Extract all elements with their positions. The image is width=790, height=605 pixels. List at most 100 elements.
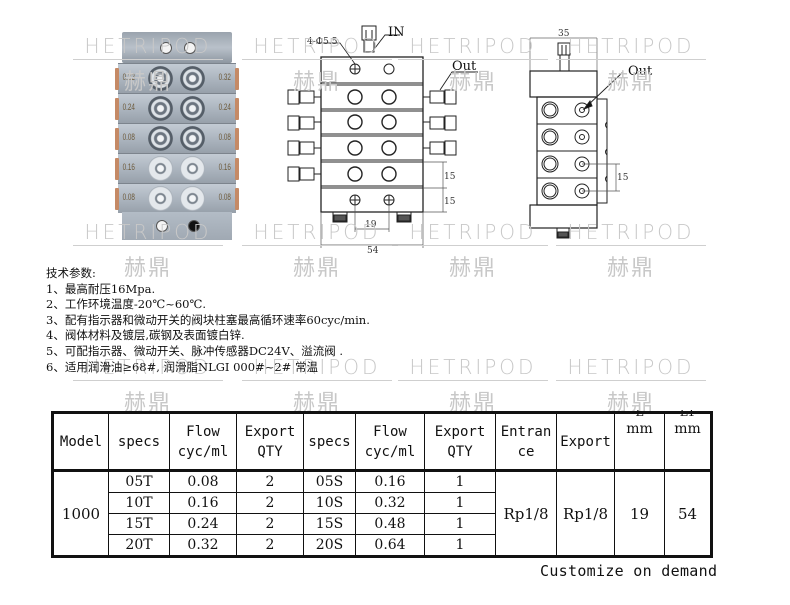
customize-note: Customize on demand — [540, 562, 718, 580]
cell-spec-s: 20S — [303, 534, 356, 557]
cell-l: 19 — [614, 470, 665, 557]
mount-hole — [156, 220, 168, 232]
dim-section-height: 15 — [444, 172, 456, 182]
flow-label: 0.16 — [122, 162, 135, 172]
port-icon — [180, 156, 205, 181]
port-icon — [148, 156, 173, 181]
cell-l1: 54 — [664, 470, 712, 557]
flow-label: 0.24 — [122, 102, 135, 112]
inlet-label: IN — [388, 25, 405, 40]
dim-width: 54 — [367, 246, 379, 256]
outlet-label: Out — [628, 64, 653, 79]
flow-label: 0.16 — [219, 162, 232, 172]
flow-label: 0.08 — [122, 192, 135, 202]
cell-qty-t: 2 — [236, 513, 304, 535]
table-row: 1000 05T 0.08 2 05S 0.16 1 Rp1/8 Rp1/8 1… — [52, 470, 712, 557]
port-icon — [180, 66, 205, 91]
cell-flow-t: 0.08 — [169, 470, 237, 493]
spec-item: 1、最高耐压16Mpa. — [46, 281, 156, 296]
port-icon — [148, 126, 173, 151]
flow-label: 0.32 — [122, 72, 135, 82]
cell-qty-t: 2 — [236, 492, 304, 514]
cell-entrance: Rp1/8 — [495, 470, 557, 557]
table-row: 15T 0.24 2 15S 0.48 1 — [53, 513, 712, 535]
photo-section-row: 0.08 0.08 — [115, 123, 239, 153]
cell-spec-t: 10T — [108, 492, 170, 514]
cell-spec-t: 15T — [108, 513, 170, 535]
dim-pitch: 15 — [617, 173, 629, 183]
cell-flow-s: 0.16 — [355, 470, 425, 493]
specs-title: 技术参数: — [46, 266, 96, 280]
side-view-drawing: 35 Out 15 — [529, 29, 653, 239]
mount-hole — [160, 42, 172, 54]
cell-spec-t: 20T — [108, 534, 170, 557]
cell-flow-t: 0.24 — [169, 513, 237, 535]
spec-item: 4、阀体材料及镀层,碳钢及表面镀白锌. — [46, 328, 245, 343]
cell-qty-s: 1 — [424, 534, 496, 557]
port-icon — [148, 66, 173, 91]
flow-label: 0.08 — [122, 132, 135, 142]
cell-flow-s: 0.64 — [355, 534, 425, 557]
product-photo: 0.32 0.32 0.24 0.24 0.08 0.08 0.16 0.16 … — [115, 32, 239, 240]
cell-model: 1000 — [52, 470, 109, 557]
port-icon — [148, 186, 173, 211]
spec-item: 2、工作环境温度-20℃~60℃. — [46, 297, 206, 312]
port-icon — [180, 186, 205, 211]
photo-section-row: 0.24 0.24 — [115, 93, 239, 123]
col-specs-s: specs — [303, 412, 356, 471]
port-icon — [180, 126, 205, 151]
cell-spec-s: 15S — [303, 513, 356, 535]
cell-export: Rp1/8 — [556, 470, 615, 557]
technical-parameters: 技术参数: 1、最高耐压16Mpa. 2、工作环境温度-20℃~60℃. 3、配… — [46, 266, 370, 375]
photo-top-block — [122, 32, 232, 63]
photo-section-row: 0.16 0.16 — [115, 153, 239, 183]
port-icon — [148, 96, 173, 121]
cell-spec-s: 10S — [303, 492, 356, 514]
dim-section-height: 15 — [444, 197, 456, 207]
flow-label: 0.32 — [219, 72, 232, 82]
spec-item: 6、适用润滑油≥68#, 润滑脂NLGI 000#~2# 常温 — [46, 359, 318, 374]
photo-section-row: 0.32 0.32 — [115, 63, 239, 93]
cell-spec-s: 05S — [303, 470, 356, 493]
flow-label: 0.08 — [219, 132, 232, 142]
cell-qty-s: 1 — [424, 513, 496, 535]
cell-flow-s: 0.48 — [355, 513, 425, 535]
col-export: Export — [556, 412, 615, 471]
col-model: Model — [52, 412, 109, 471]
front-view-drawing: 4-Φ5.5 IN Out 15 15 19 54 — [287, 25, 478, 256]
photo-section-row: 0.08 0.08 — [115, 183, 239, 213]
spec-item: 3、配有指示器和微动开关的阀块柱塞最高循环速率60cyc/min. — [46, 312, 370, 327]
cell-flow-t: 0.16 — [169, 492, 237, 514]
cell-flow-t: 0.32 — [169, 534, 237, 557]
mount-hole — [184, 42, 196, 54]
cell-qty-t: 2 — [236, 534, 304, 557]
flow-label: 0.08 — [219, 192, 232, 202]
cell-qty-t: 2 — [236, 470, 304, 493]
table-row: 20T 0.32 2 20S 0.64 1 — [53, 534, 712, 557]
flow-label: 0.24 — [219, 102, 232, 112]
cell-qty-s: 1 — [424, 492, 496, 514]
cell-qty-s: 1 — [424, 470, 496, 493]
cell-spec-t: 05T — [108, 470, 170, 493]
photo-bottom-block — [122, 212, 232, 240]
cell-flow-s: 0.32 — [355, 492, 425, 514]
spec-item: 5、可配指示器、微动开关、脉冲传感器DC24V、溢流阀 . — [46, 343, 344, 358]
hole-spec-label: 4-Φ5.5 — [307, 37, 338, 47]
outlet-label: Out — [452, 59, 477, 74]
col-specs-t: specs — [108, 412, 170, 471]
port-icon — [180, 96, 205, 121]
mount-hole — [188, 220, 200, 232]
dim-depth: 35 — [558, 29, 570, 39]
dim-hole-spacing: 19 — [365, 220, 377, 230]
